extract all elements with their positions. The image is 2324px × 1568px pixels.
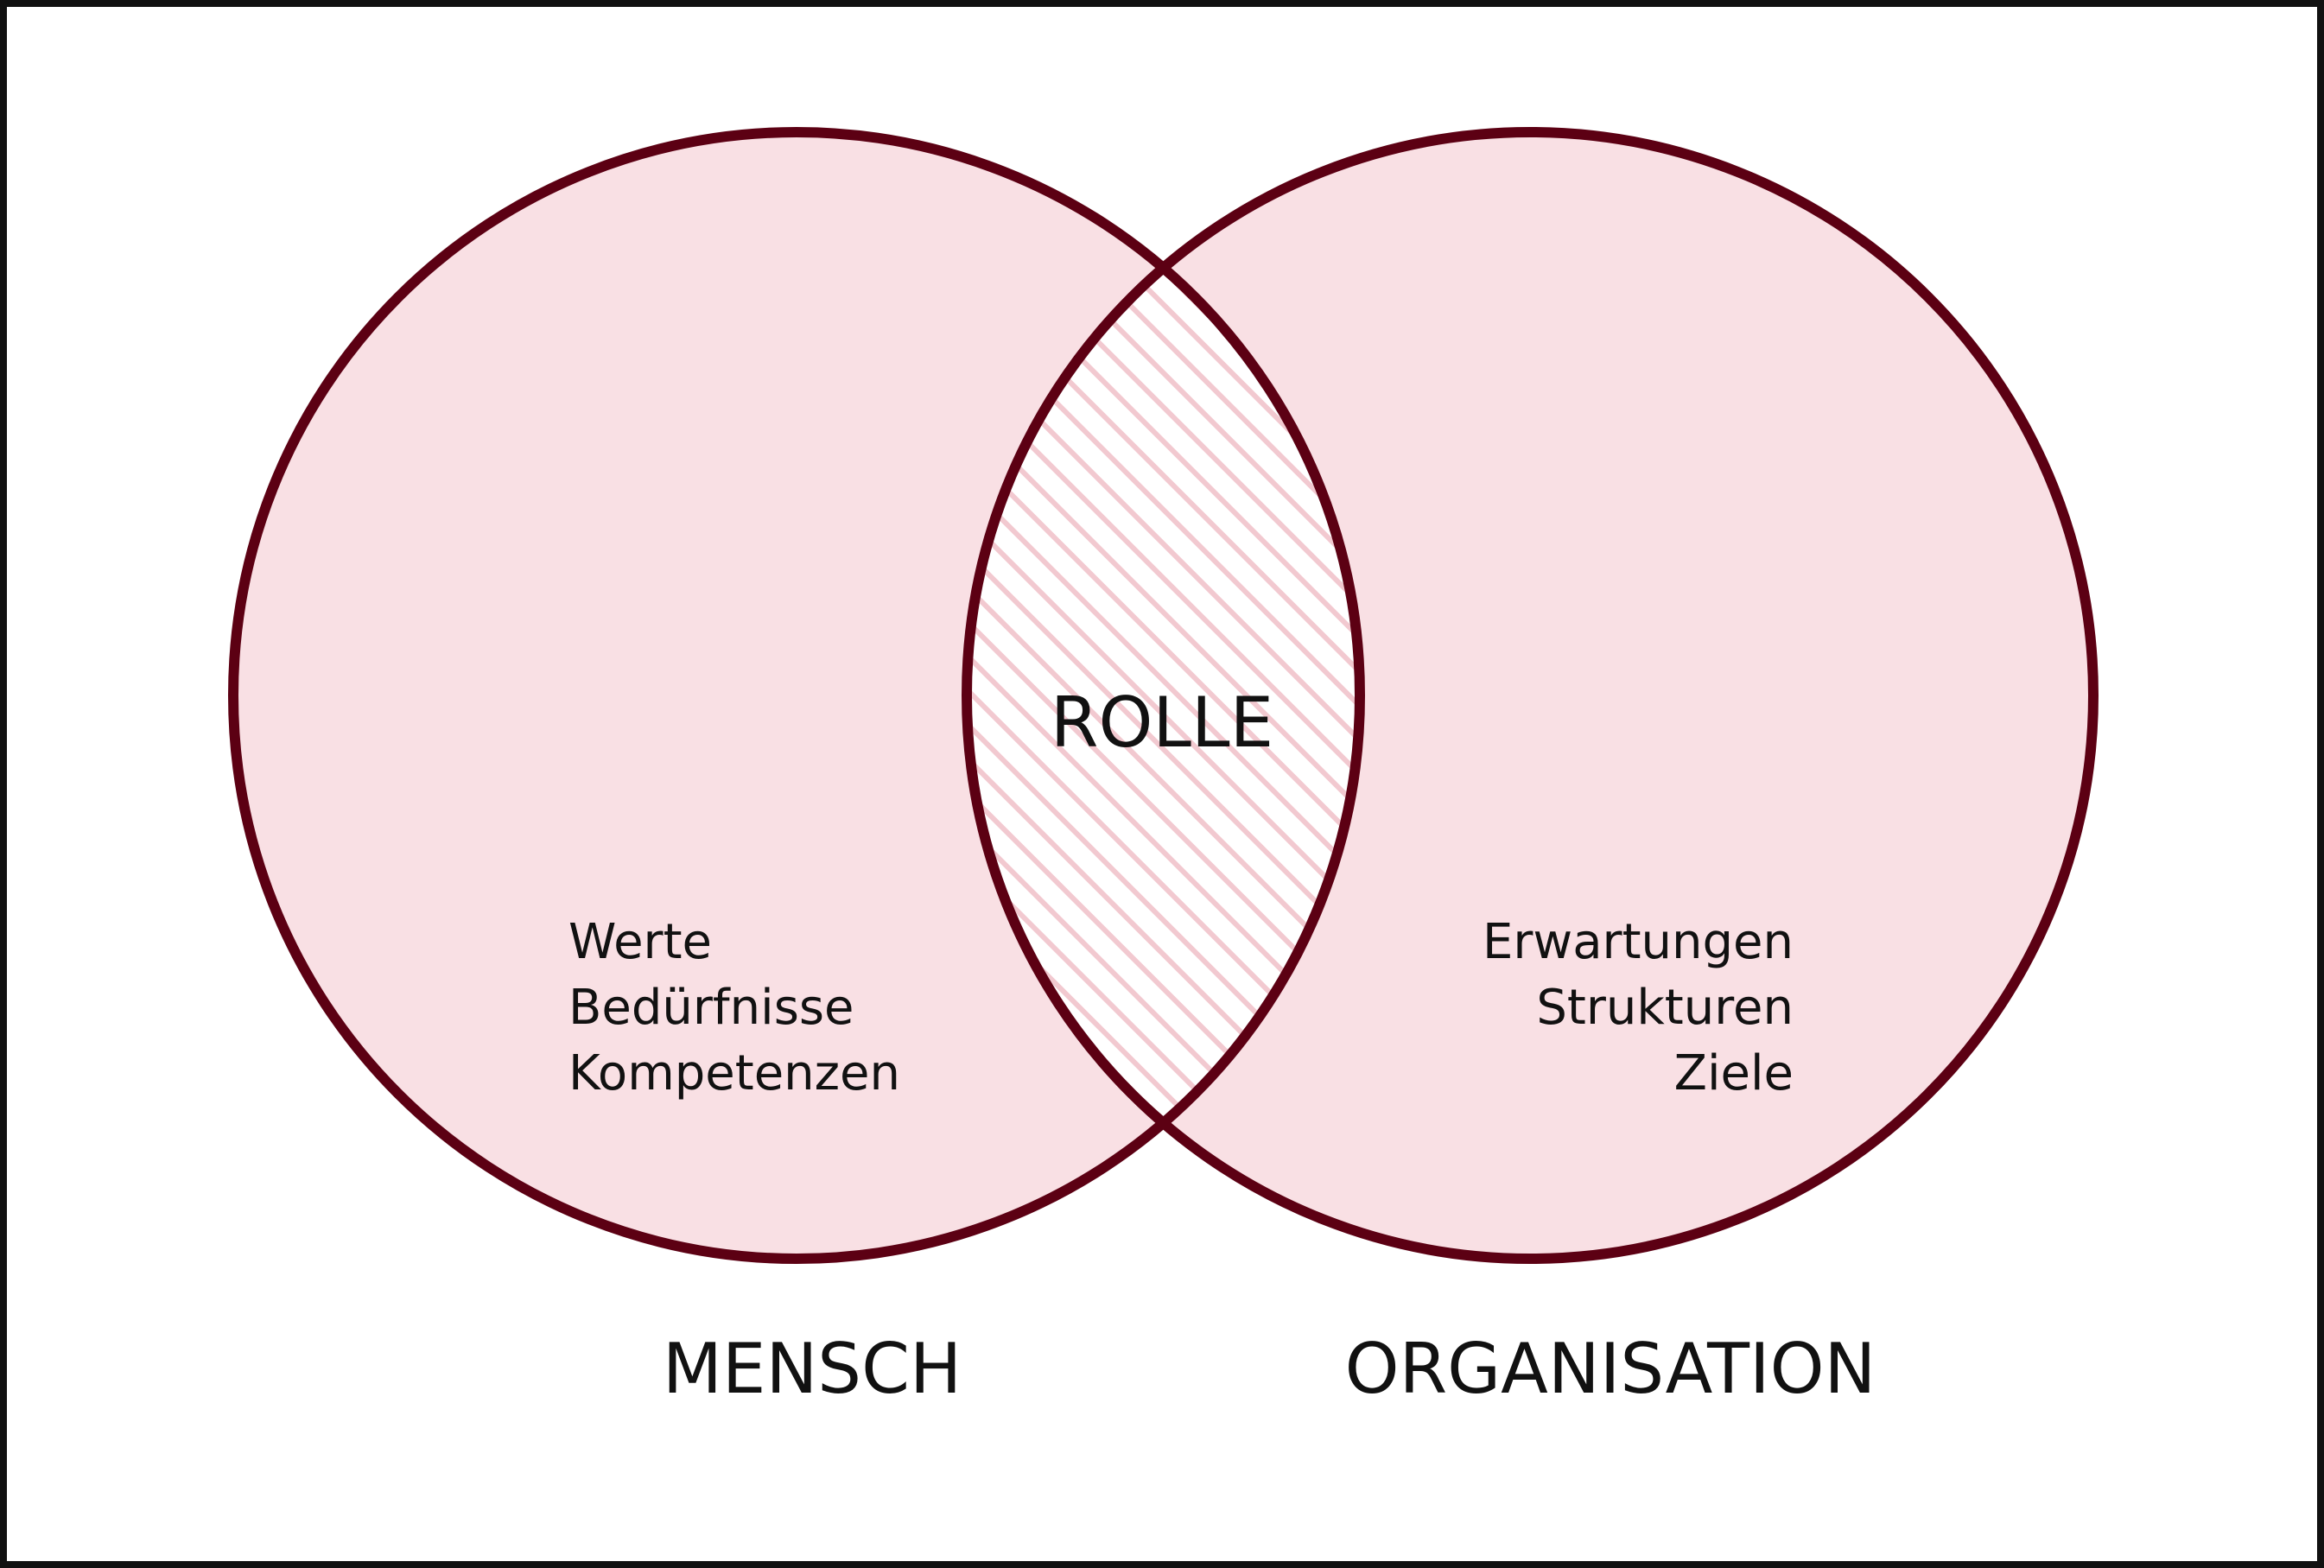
left-item: Werte <box>568 914 712 970</box>
circle-mensch-outline <box>228 127 1365 1264</box>
left-item: Kompetenzen <box>568 1045 900 1101</box>
right-circle-label: ORGANISATION <box>1345 1329 1876 1409</box>
intersection-rolle <box>967 132 1360 1259</box>
left-item: Bedürfnisse <box>568 980 854 1036</box>
right-item: Strukturen <box>1536 980 1794 1036</box>
circle-organisation-outline <box>962 127 2099 1264</box>
right-item: Erwartungen <box>1483 914 1794 970</box>
right-item: Ziele <box>1674 1045 1794 1101</box>
left-circle-label: MENSCH <box>663 1329 962 1409</box>
center-label: ROLLE <box>1051 682 1273 763</box>
